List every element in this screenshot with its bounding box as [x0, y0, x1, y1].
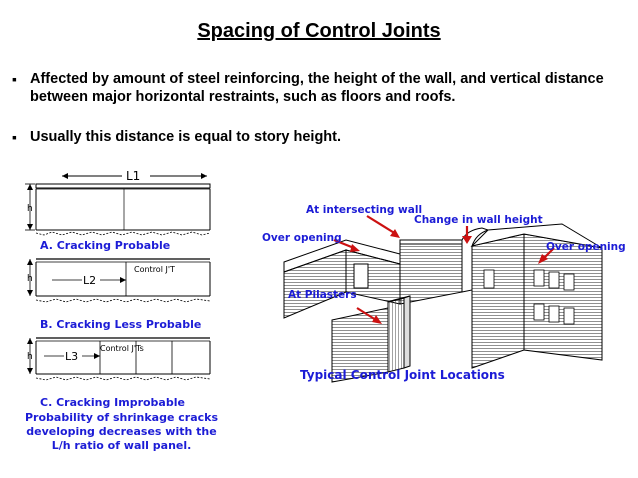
- slide-title: Spacing of Control Joints: [197, 20, 441, 42]
- figure-note-line: developing decreases with the: [26, 425, 217, 438]
- bullet-text-1: Affected by amount of steel reinforcing,…: [30, 71, 604, 105]
- figure-note: Probability of shrinkage cracks developi…: [14, 411, 229, 453]
- figure-caption: Typical Control Joint Locations: [300, 368, 505, 382]
- panel-b: Control J'T L2 h: [27, 258, 211, 303]
- label-over-opening-right: Over opening: [546, 241, 626, 253]
- label-intersecting-wall: At intersecting wall: [306, 204, 423, 216]
- label-at-pilasters: At Pilasters: [288, 289, 357, 301]
- dim-h: h: [27, 204, 33, 214]
- dim-h: h: [27, 352, 33, 362]
- control-joint-label-b: Control J'T: [134, 265, 175, 274]
- panel-c: Control J'Ts L3 h: [27, 337, 211, 381]
- dim-l3: L3: [65, 350, 78, 363]
- panel-a: L1 h: [25, 169, 211, 236]
- caption-b: B. Cracking Less Probable: [40, 318, 202, 331]
- figure-note-line: Probability of shrinkage cracks: [24, 411, 218, 424]
- control-joint-label-c: Control J'Ts: [100, 344, 144, 353]
- caption-c: C. Cracking Improbable: [40, 396, 185, 409]
- dim-l2: L2: [83, 274, 96, 287]
- figure-note-line: L/h ratio of wall panel.: [51, 439, 192, 452]
- label-over-opening-left: Over opening: [262, 232, 342, 244]
- arrow: [333, 215, 555, 324]
- building-diagram: [283, 215, 603, 383]
- dim-h: h: [27, 274, 33, 284]
- dim-l1: L1: [126, 169, 140, 183]
- caption-a: A. Cracking Probable: [40, 239, 171, 252]
- bullet-marker: ▪: [12, 71, 17, 87]
- wall-panel-diagram: L1 h Control J'T L2 h: [25, 169, 211, 381]
- bullet-text-2: Usually this distance is equal to story …: [30, 129, 342, 145]
- bullet-marker: ▪: [12, 129, 17, 145]
- label-change-wall-height: Change in wall height: [414, 214, 543, 226]
